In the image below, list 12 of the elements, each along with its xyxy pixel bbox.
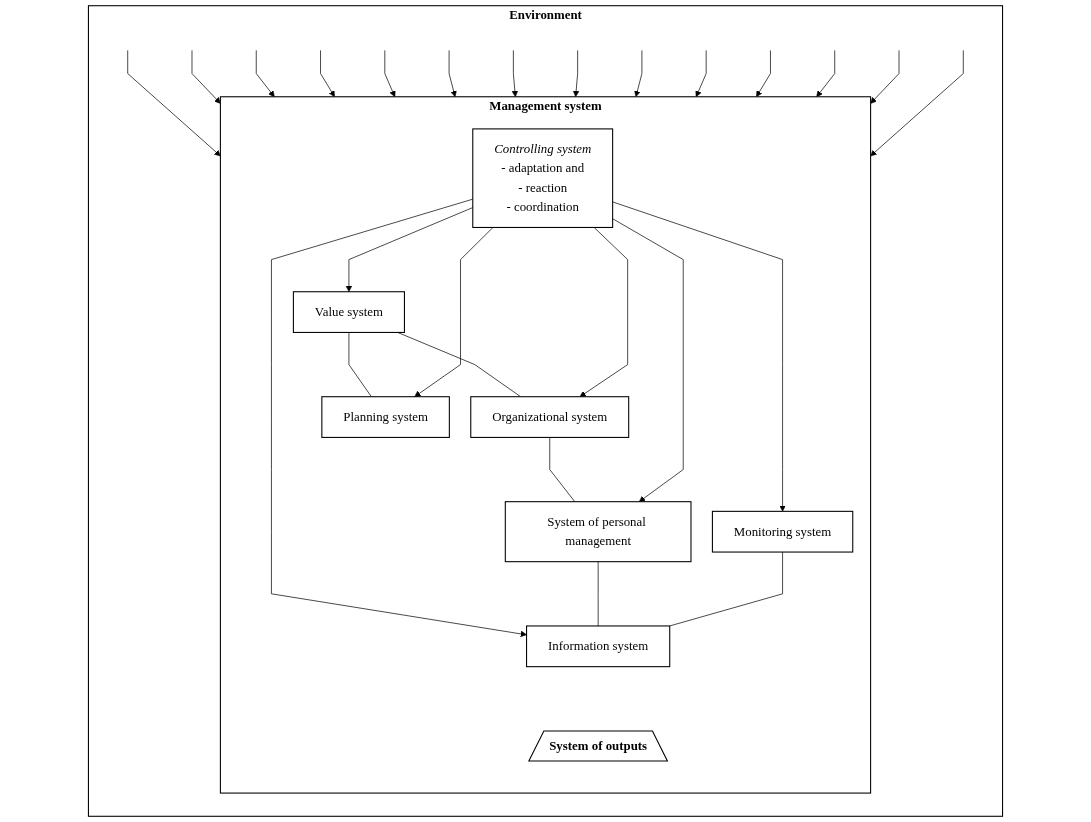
connector xyxy=(397,332,522,398)
node-box: Monitoring system xyxy=(711,510,854,553)
node-box: Value system xyxy=(292,291,405,333)
node-box: Information system xyxy=(526,625,671,668)
connector xyxy=(348,332,372,398)
connector xyxy=(549,437,576,503)
connector xyxy=(597,561,599,627)
node-box: Controlling system - adaptation and - reaction - coordination xyxy=(472,128,614,228)
node-box: System of personal management xyxy=(504,501,692,563)
connector xyxy=(669,551,783,627)
node-box: Planning system xyxy=(321,396,450,438)
node-box: Organizational system xyxy=(470,396,630,438)
